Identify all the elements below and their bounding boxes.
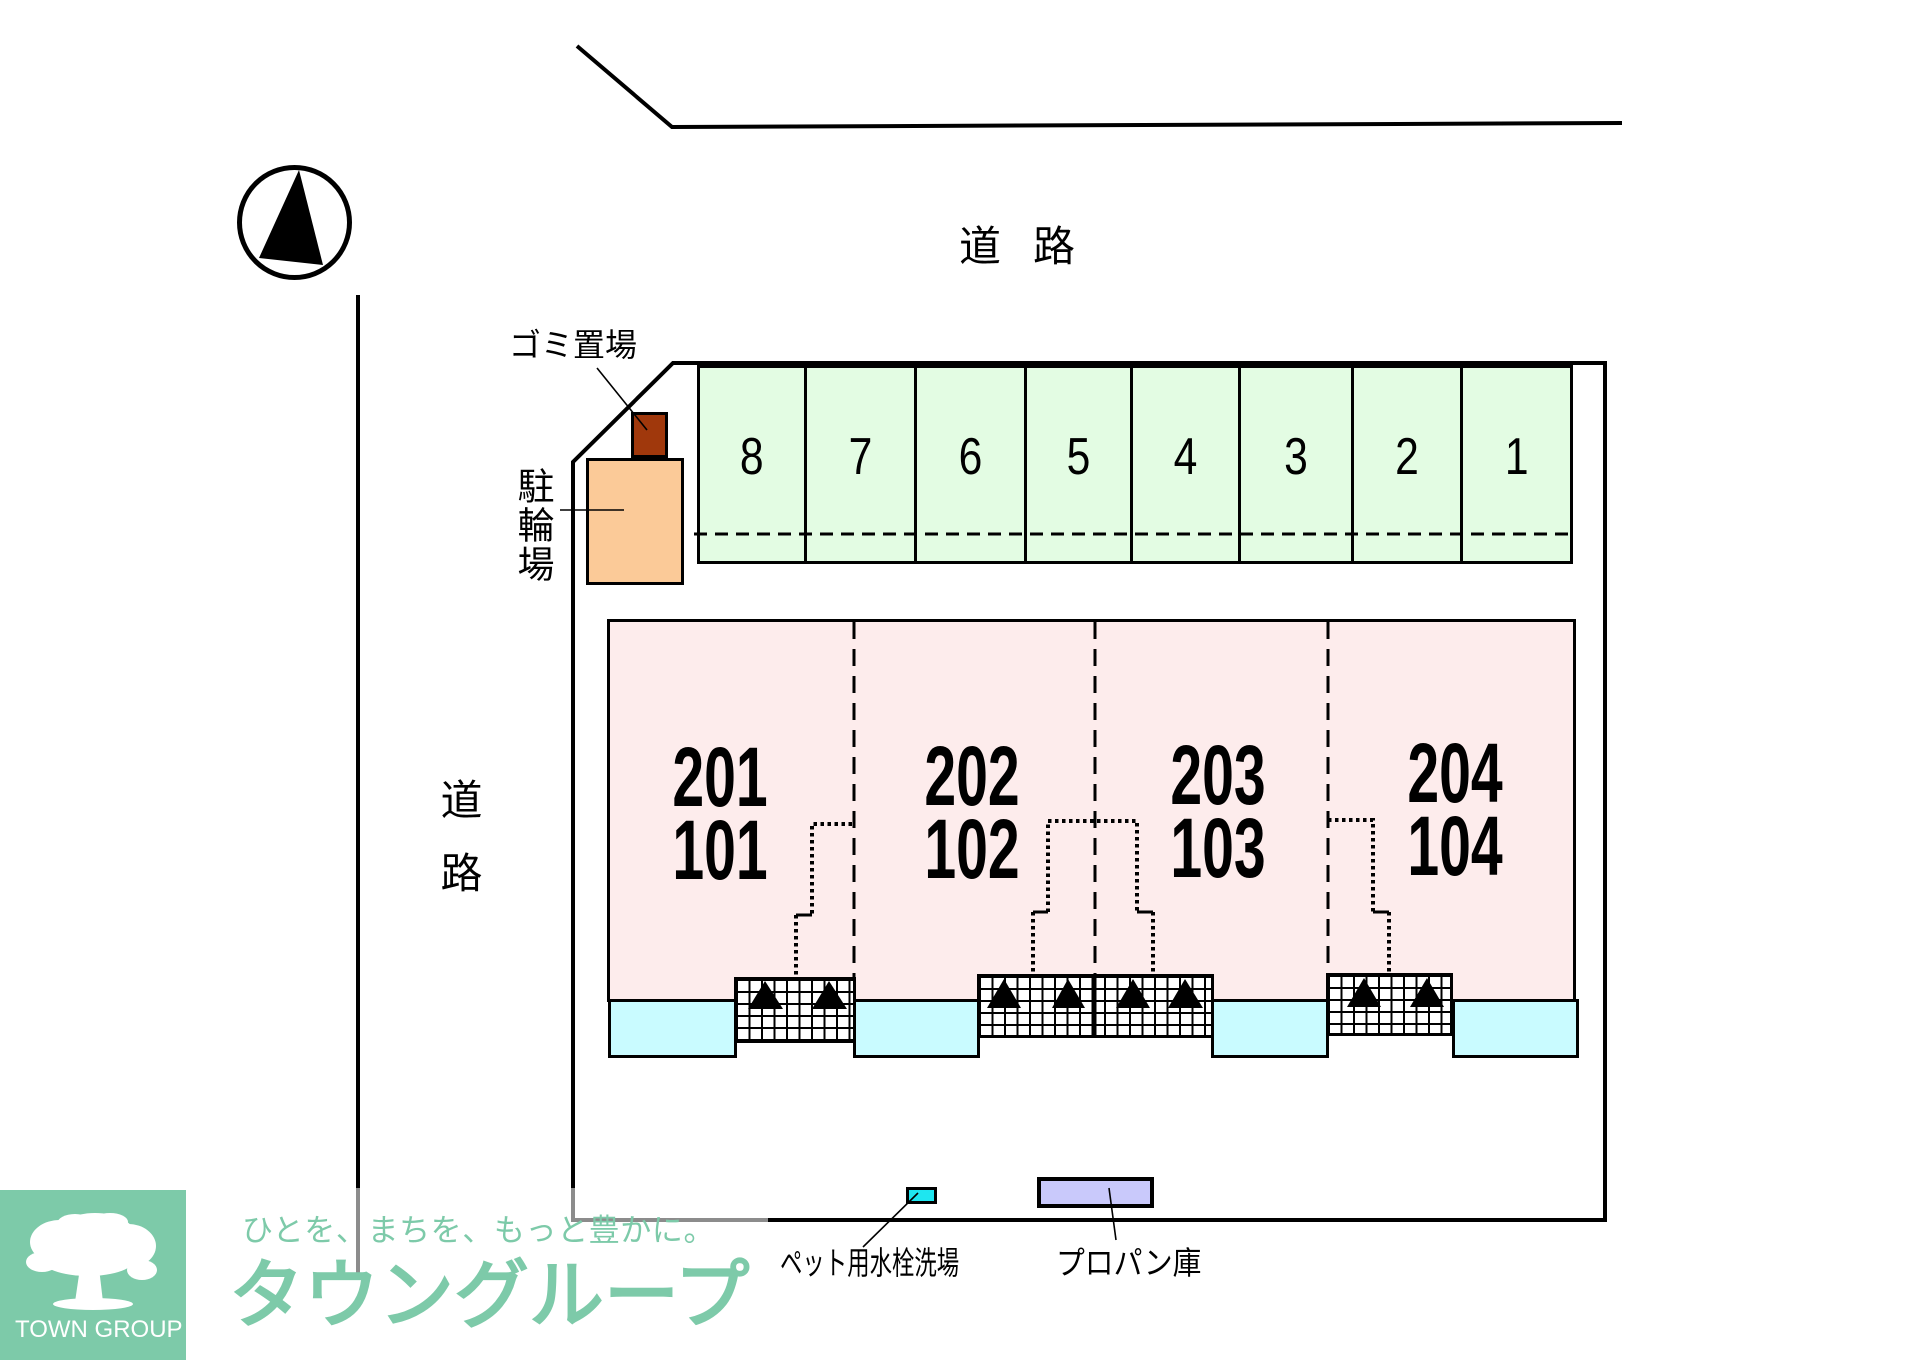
west-road-label: 道路 (434, 778, 483, 924)
entrance-stairs (977, 974, 1214, 1038)
parking-space: 4 (1129, 368, 1238, 561)
parking-space: 5 (1023, 368, 1130, 561)
parking-space-number: 7 (848, 428, 872, 486)
pet-water-wash-label: ペット用水栓洗場 (780, 1244, 960, 1282)
brand-slogan: ひとを、まちを、もっと豊かに。 (242, 1213, 716, 1249)
bicycle-parking-box (586, 458, 684, 585)
parking-space-number: 5 (1066, 428, 1090, 486)
entrance-stairs (734, 977, 856, 1043)
unit-number-upper: 202 (924, 729, 1020, 823)
unit-number-lower: 102 (924, 802, 1020, 896)
garbage-area-label: ゴミ置場 (509, 326, 638, 364)
parking-space-number: 6 (958, 428, 982, 486)
unit-number-upper: 204 (1407, 726, 1503, 820)
parking-space: 1 (1459, 368, 1571, 561)
unit-number-upper: 201 (672, 730, 768, 824)
north-road-edge (575, 44, 1623, 130)
unit-label: 202 102 (904, 729, 1040, 896)
unit-label: 203 103 (1150, 728, 1286, 895)
balcony (608, 999, 737, 1058)
unit-number-lower: 101 (672, 803, 768, 897)
parking-space: 6 (913, 368, 1024, 561)
parking-space: 7 (803, 368, 914, 561)
parking-space: 2 (1350, 368, 1460, 561)
parking-space-number: 1 (1504, 428, 1529, 486)
parking-space-number: 3 (1283, 428, 1308, 486)
town-group-logo: TOWN GROUP (0, 1190, 186, 1360)
north-road-label: 道路 (959, 222, 1108, 271)
parking-space-number: 4 (1173, 428, 1197, 486)
unit-number-lower: 103 (1170, 801, 1266, 895)
parking-space-number: 8 (739, 428, 764, 486)
balcony (1211, 999, 1329, 1058)
unit-number-upper: 203 (1170, 728, 1266, 822)
unit-label: 204 104 (1387, 726, 1523, 893)
balcony (853, 999, 980, 1058)
balcony (1452, 999, 1579, 1058)
parking-area: 8 7 6 5 4 3 2 1 (697, 363, 1573, 564)
pet-water-wash-box (906, 1187, 937, 1204)
parking-space: 8 (700, 368, 804, 561)
propane-storage-box (1037, 1177, 1154, 1208)
brand-name-en: TOWN GROUP (15, 1316, 183, 1343)
bicycle-parking-label: 駐輪場 (511, 467, 554, 584)
brand-name-ja: タウングループ (229, 1251, 750, 1339)
parking-space-number: 2 (1394, 428, 1419, 486)
unit-number-lower: 104 (1407, 799, 1503, 893)
tree-icon (26, 1213, 157, 1310)
unit-label: 201 101 (652, 730, 788, 897)
parking-space: 3 (1237, 368, 1351, 561)
propane-storage-label: プロパン庫 (1056, 1244, 1202, 1282)
north-arrow-icon (237, 165, 352, 280)
garbage-area-box (631, 412, 668, 458)
entrance-stairs (1326, 973, 1453, 1036)
